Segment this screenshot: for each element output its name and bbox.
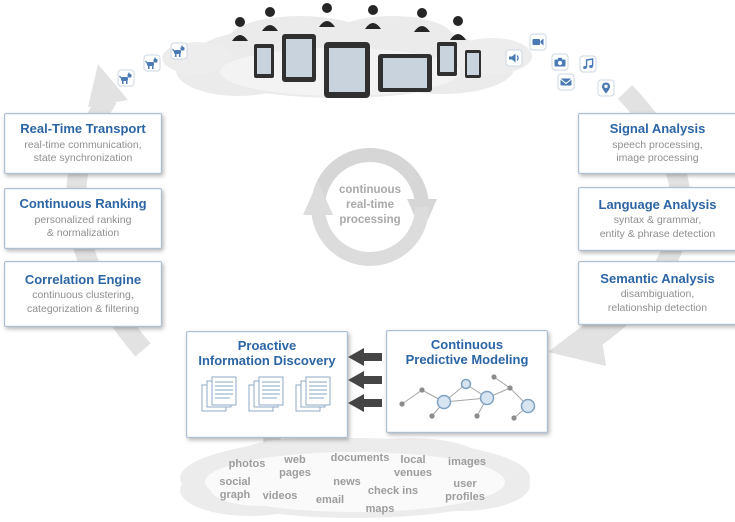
network-graph-icon — [399, 374, 536, 421]
box-title: Language Analysis — [598, 196, 717, 212]
document-stack-icon — [295, 376, 331, 412]
music-icon — [579, 55, 597, 73]
bottom-cloud — [180, 438, 530, 518]
document-stack-icon — [201, 376, 237, 412]
tag-images: images — [448, 456, 486, 468]
person-silhouette-icon — [232, 3, 466, 41]
box-continuous-ranking: Continuous Ranking personalized ranking … — [4, 188, 162, 249]
tag-email: email — [315, 494, 345, 506]
tag-web-pages: web pages — [279, 454, 311, 479]
camera-icon — [551, 53, 569, 71]
dog-icon — [143, 54, 161, 72]
tag-photos: photos — [228, 458, 266, 470]
box-title: Continuous Predictive Modeling — [405, 337, 529, 368]
document-stacks — [201, 376, 331, 412]
dog-icon — [170, 42, 188, 60]
box-correlation-engine: Correlation Engine continuous clustering… — [4, 261, 162, 327]
center-loop-label: continuous real-time processing — [339, 184, 401, 226]
document-stack-icon — [248, 376, 284, 412]
tag-maps: maps — [365, 503, 395, 515]
box-title: Signal Analysis — [609, 121, 706, 137]
box-language-analysis: Language Analysis syntax & grammar, enti… — [578, 187, 735, 251]
box-subtitle: disambiguation, relationship detection — [607, 288, 708, 314]
flow-arrows-left — [348, 348, 382, 412]
tag-social-graph: social graph — [219, 476, 251, 501]
center-loop-icon — [303, 148, 437, 266]
box-subtitle: continuous clustering, categorization & … — [26, 289, 140, 315]
video-camera-icon — [529, 33, 547, 51]
phone-icon — [254, 42, 481, 78]
box-subtitle: syntax & grammar, entity & phrase detect… — [599, 214, 716, 240]
box-subtitle: speech processing, image processing — [612, 138, 703, 165]
box-real-time-transport: Real-Time Transport real-time communicat… — [4, 113, 162, 174]
box-proactive-information-discovery: Proactive Information Discovery — [186, 331, 348, 438]
box-continuous-predictive-modeling: Continuous Predictive Modeling — [386, 330, 548, 433]
tag-videos: videos — [262, 490, 298, 502]
box-semantic-analysis: Semantic Analysis disambiguation, relati… — [578, 261, 735, 325]
source-cloud-tags: photos web pages documents local venues … — [175, 430, 545, 520]
top-cloud — [117, 3, 615, 98]
tag-local-venues: local venues — [394, 454, 432, 479]
box-title: Continuous Ranking — [19, 196, 147, 212]
tag-user-profiles: user profiles — [445, 478, 485, 503]
tag-check-ins: check ins — [367, 485, 419, 497]
tag-news: news — [333, 476, 361, 488]
box-signal-analysis: Signal Analysis speech processing, image… — [578, 113, 735, 174]
volume-icon — [505, 49, 523, 67]
box-subtitle: personalized ranking & normalization — [34, 213, 132, 240]
box-title: Real-Time Transport — [20, 121, 146, 137]
box-title: Semantic Analysis — [600, 270, 715, 286]
map-pin-icon — [597, 79, 615, 97]
tag-documents: documents — [330, 452, 390, 464]
box-subtitle: real-time communication, state synchroni… — [24, 138, 142, 165]
box-title: Proactive Information Discovery — [198, 338, 336, 369]
box-title: Correlation Engine — [24, 271, 142, 287]
mail-icon — [557, 73, 575, 91]
dog-icon — [117, 69, 135, 87]
tablet-icon — [282, 34, 432, 98]
